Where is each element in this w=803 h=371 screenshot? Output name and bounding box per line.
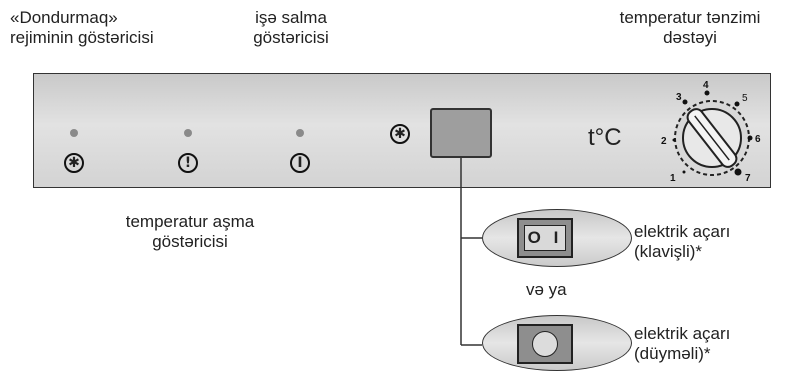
push-switch-label-line2: (düyməli)* xyxy=(634,344,711,363)
thermostat-label: temperatur tənzimi dəstəyi xyxy=(600,8,780,48)
freeze-indicator-label: «Dondurmaq» rejiminin göstəricisi xyxy=(10,8,154,48)
snowflake-icon: ✱ xyxy=(390,124,410,144)
push-button[interactable] xyxy=(532,331,558,357)
rocker-switch[interactable]: O I xyxy=(517,218,573,258)
power-led xyxy=(296,129,304,137)
over-temp-indicator-label-line2: göstəricisi xyxy=(152,232,228,251)
snowflake-icon: ✱ xyxy=(64,153,84,173)
dial-dot xyxy=(734,168,742,176)
or-text: və ya xyxy=(526,280,567,299)
dial-dot xyxy=(672,138,676,142)
power-icon: I xyxy=(290,153,310,173)
dial-grip xyxy=(686,108,738,168)
over-temp-indicator-label: temperatur aşma göstəricisi xyxy=(100,212,280,252)
thermostat-dial[interactable] xyxy=(672,90,753,176)
dial-number-2: 2 xyxy=(661,136,667,147)
power-indicator-label-line1: işə salma xyxy=(255,8,327,27)
dial-dot xyxy=(682,170,686,174)
dial-number-1: 1 xyxy=(670,173,676,184)
dial-number-5: 5 xyxy=(742,93,748,104)
push-switch[interactable] xyxy=(517,324,573,364)
rocker-switch-label-line1: elektrik açarı xyxy=(634,222,731,241)
push-switch-label-line1: elektrik açarı xyxy=(634,324,731,343)
power-indicator-label: işə salma göstəricisi xyxy=(236,8,346,48)
dial-number-7: 7 xyxy=(745,173,751,184)
push-switch-label: elektrik açarı (düyməli)* xyxy=(634,324,730,364)
over-temp-indicator-label-line1: temperatur aşma xyxy=(125,212,255,231)
over-temp-led xyxy=(184,129,192,137)
thermostat-label-line1: temperatur tənzimi xyxy=(619,8,761,27)
freeze-indicator-label-line1: «Dondurmaq» xyxy=(10,8,118,27)
dial-dot xyxy=(747,135,753,141)
dial-numbers: 1 2 3 4 5 6 7 xyxy=(661,80,761,184)
temperature-unit-label: t°C xyxy=(588,124,622,151)
rocker-switch-face[interactable]: O I xyxy=(524,225,566,251)
dial-dot xyxy=(704,90,710,96)
dial-number-6: 6 xyxy=(755,134,761,145)
thermostat-label-line2: dəstəyi xyxy=(663,28,717,47)
rocker-switch-label: elektrik açarı (klavişli)* xyxy=(634,222,730,262)
exclamation-icon: ! xyxy=(178,153,198,173)
power-indicator-label-line2: göstəricisi xyxy=(253,28,329,47)
dial-dot xyxy=(682,99,688,105)
freeze-indicator-label-line2: rejiminin göstəricisi xyxy=(10,28,154,47)
dial-dot xyxy=(734,101,740,107)
freeze-led xyxy=(70,129,78,137)
rocker-switch-label-line2: (klavişli)* xyxy=(634,242,702,261)
dial-number-3: 3 xyxy=(676,92,682,103)
switch-window xyxy=(430,108,492,158)
dial-number-4: 4 xyxy=(703,80,709,91)
